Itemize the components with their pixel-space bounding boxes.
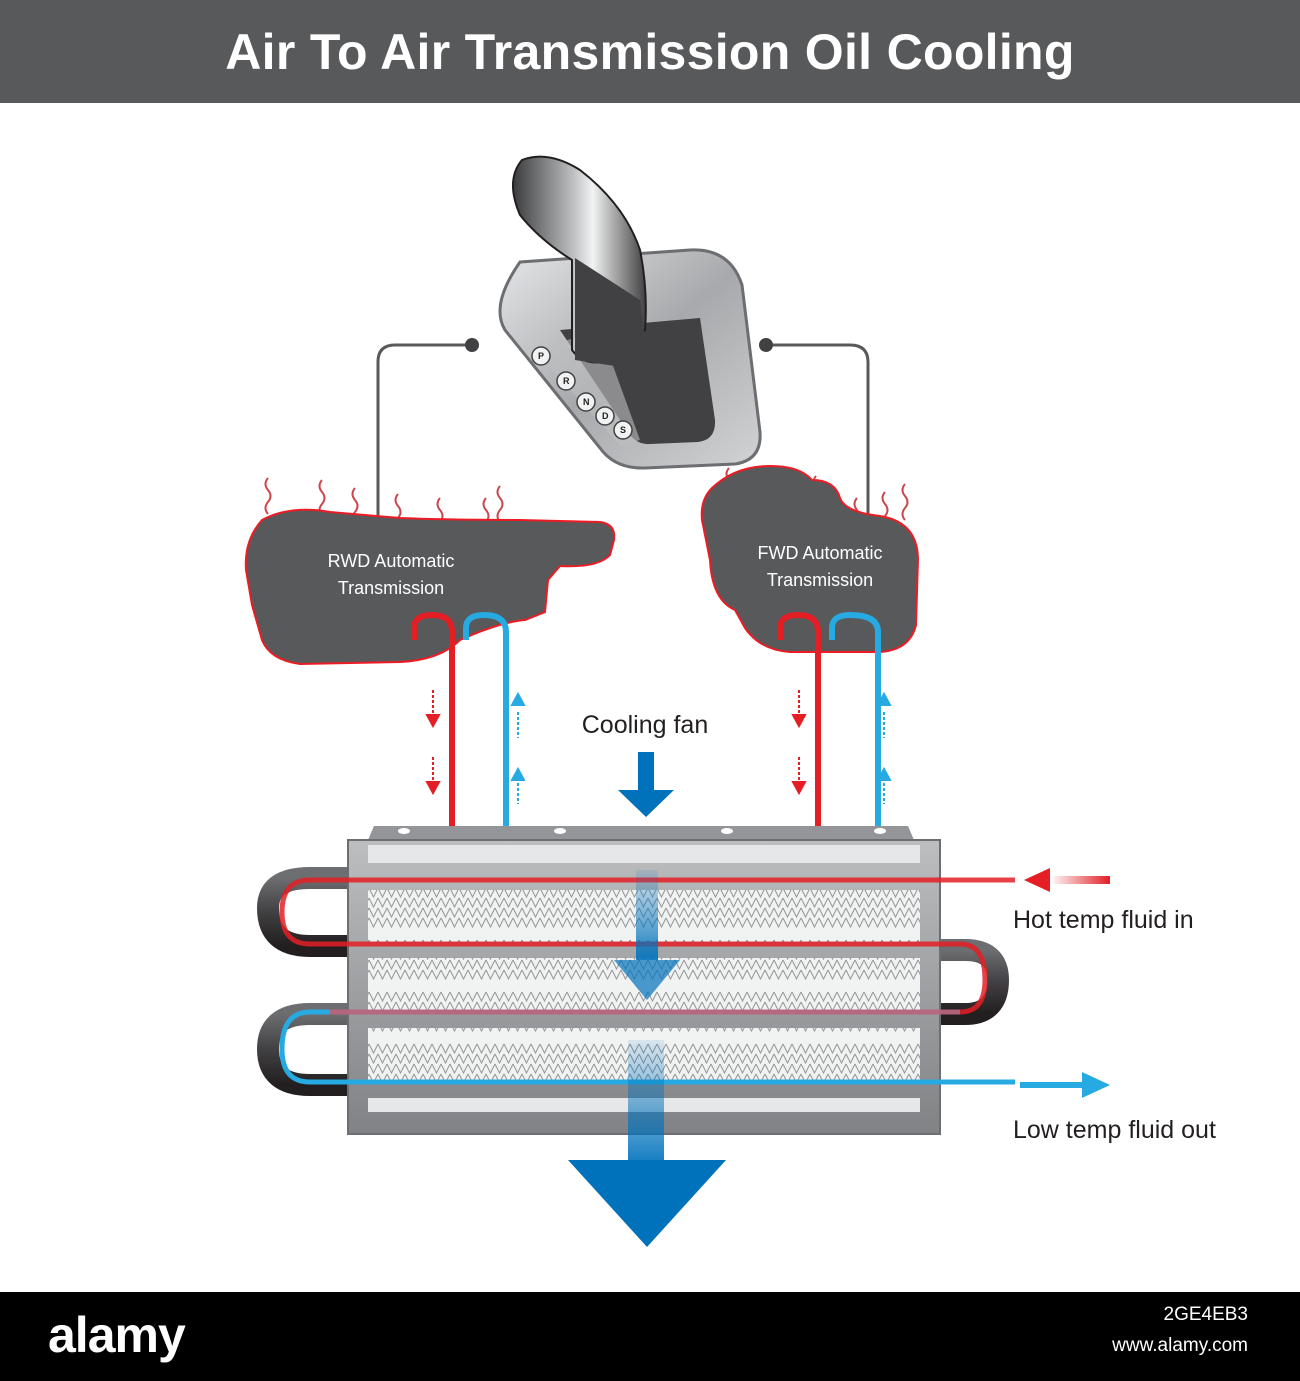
footer-logo: alamy [48,1307,186,1363]
image-id: 2GE4EB3 [1163,1304,1249,1325]
gear-shifter-icon: P R N D S [498,155,762,470]
exhaust-air-arrow-icon [568,1160,726,1247]
gear-label: D [602,411,609,421]
footer-bar: alamy 2GE4EB3 www.alamy.com [0,1292,1300,1381]
shifter-link-wires [376,338,870,520]
site-url: www.alamy.com [1112,1335,1248,1356]
footer-reference: 2GE4EB3 www.alamy.com [1112,1304,1248,1357]
hot-fluid-inlet-arrow-icon [1024,868,1110,892]
gear-label: P [538,351,544,361]
fwd-transmission: FWD Automatic Transmission [700,464,920,653]
rwd-label-line2: Transmission [338,578,444,598]
low-fluid-out-label: Low temp fluid out [1013,1116,1216,1144]
low-fluid-outlet-arrow-icon [1020,1072,1110,1098]
fwd-label-line2: Transmission [767,570,873,590]
cooler-fluid-path [279,877,1015,1085]
fluid-lines [411,611,881,826]
cooling-fan-label: Cooling fan [582,711,708,739]
gear-label: S [620,425,626,435]
gear-label: N [583,397,590,407]
air-flow [568,870,726,1247]
rwd-label-line1: RWD Automatic [328,551,455,571]
cooling-diagram: P R N D S RWD Automatic Transmission FWD… [244,155,1216,1247]
shifter-gear-markers: P R N D S [531,346,633,440]
rwd-transmission: RWD Automatic Transmission [244,508,616,666]
gear-label: R [563,376,570,386]
hot-fluid-in-label: Hot temp fluid in [1013,906,1194,934]
cooling-fan-arrow-icon [618,752,674,817]
flow-arrow-icon [425,690,892,804]
fwd-label-line1: FWD Automatic [757,543,882,563]
title-bar: Air To Air Transmission Oil Cooling [0,0,1300,103]
page-title: Air To Air Transmission Oil Cooling [225,23,1075,80]
